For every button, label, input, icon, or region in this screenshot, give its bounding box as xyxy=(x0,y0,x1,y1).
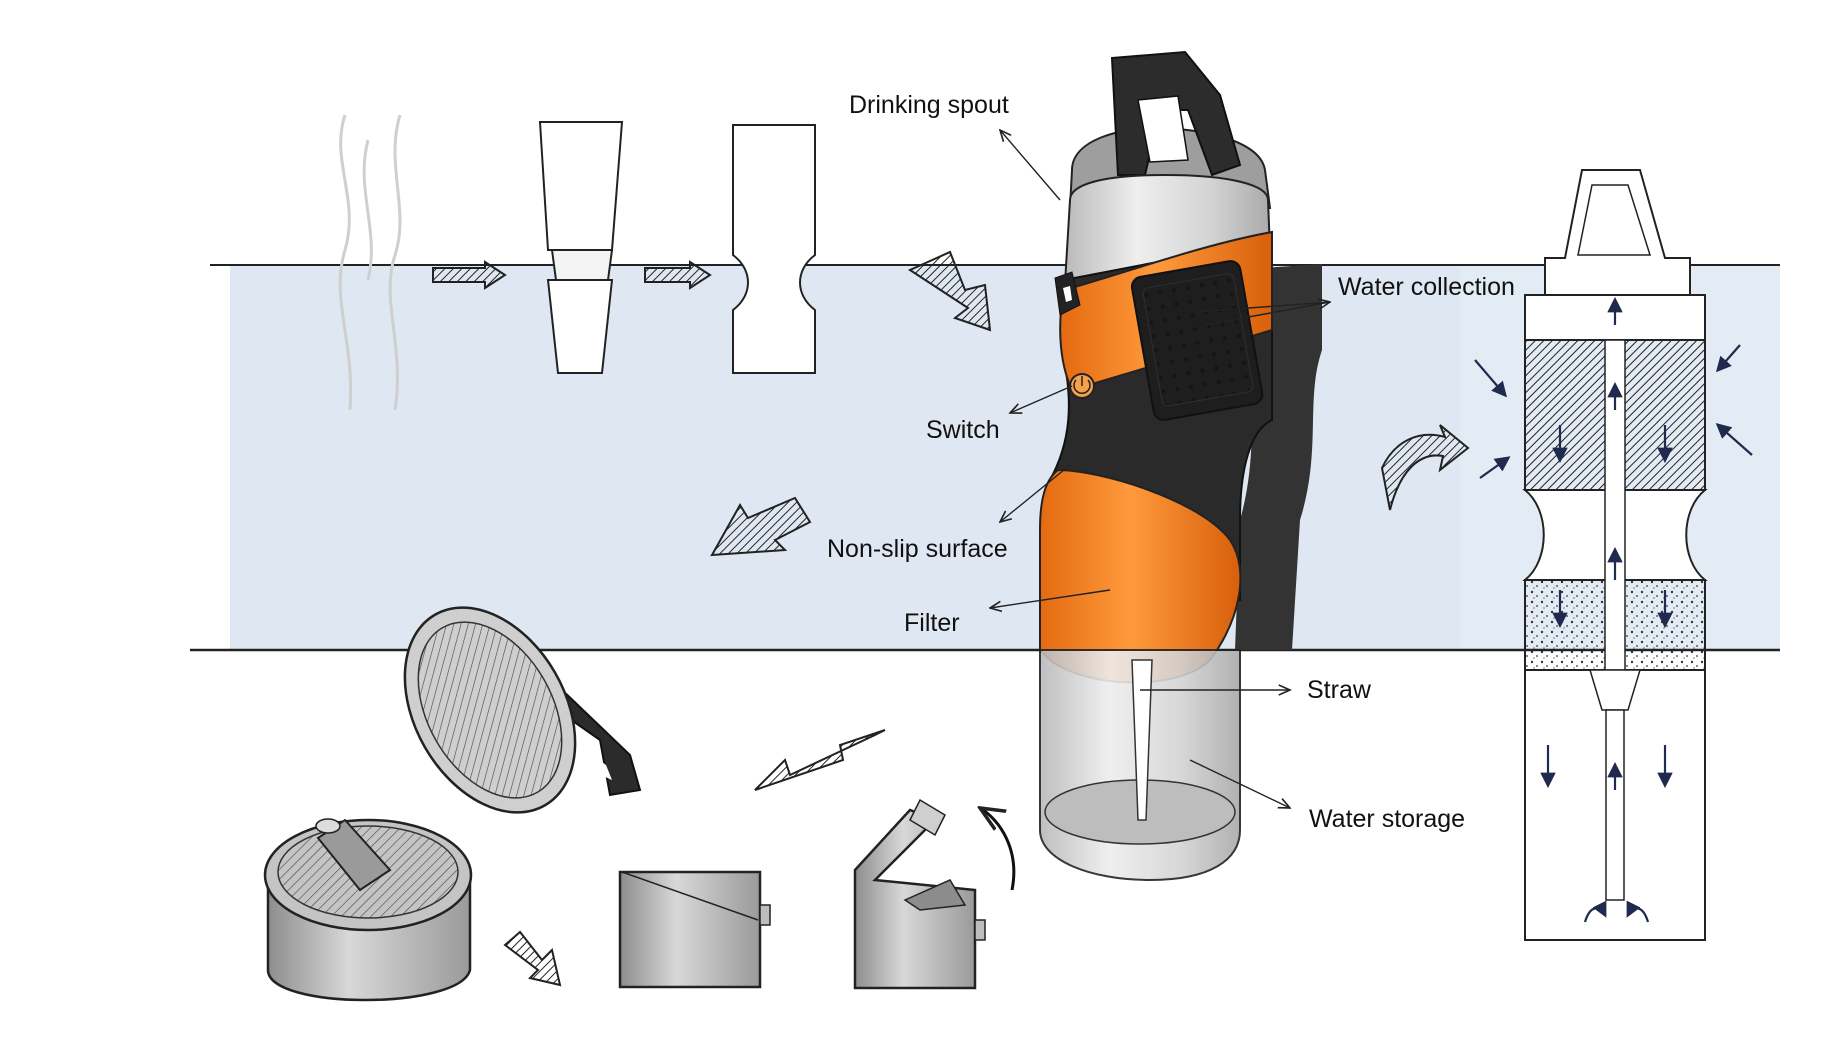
label-switch: Switch xyxy=(926,416,1000,444)
water-stream-sketch xyxy=(338,114,402,411)
form-evolution-1 xyxy=(538,121,624,374)
filter-bottle xyxy=(1039,50,1274,882)
label-leaders xyxy=(990,130,1330,808)
funnel-sketch xyxy=(403,606,642,814)
flow-arrows xyxy=(1474,296,1753,923)
closed-pack-sketch xyxy=(618,870,771,989)
form-evolution-2 xyxy=(732,124,816,374)
label-filter: Filter xyxy=(904,609,960,637)
open-pack-sketch xyxy=(853,798,1016,990)
canister-sketch xyxy=(263,818,473,1002)
label-straw: Straw xyxy=(1307,676,1371,704)
label-water-storage: Water storage xyxy=(1309,805,1466,833)
bottle-shadow xyxy=(1235,264,1322,650)
label-water-collection: Water collection xyxy=(1338,273,1515,301)
cross-section xyxy=(1522,169,1708,941)
label-non-slip-surface: Non-slip surface xyxy=(827,535,1008,563)
label-drinking-spout: Drinking spout xyxy=(849,91,1009,119)
process-arrows xyxy=(432,250,1470,987)
